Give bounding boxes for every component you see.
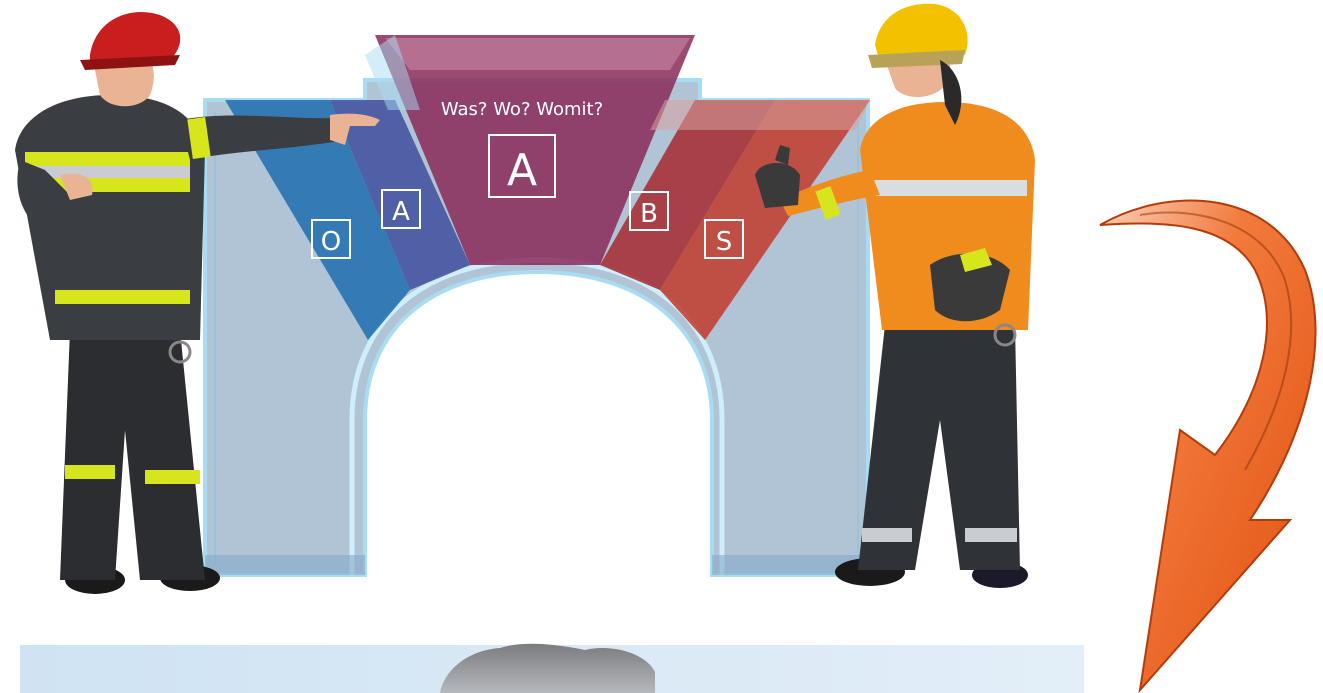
label-b: B — [640, 199, 658, 229]
label-s: S — [716, 227, 733, 257]
label-a-large: A — [507, 145, 537, 196]
wedge-a-top — [385, 38, 690, 70]
bottom-panel — [20, 644, 1084, 693]
label-a-small: A — [392, 197, 410, 227]
curved-arrow — [1100, 201, 1316, 690]
question-text: Was? Wo? Womit? — [441, 99, 603, 120]
label-o: O — [321, 227, 341, 257]
